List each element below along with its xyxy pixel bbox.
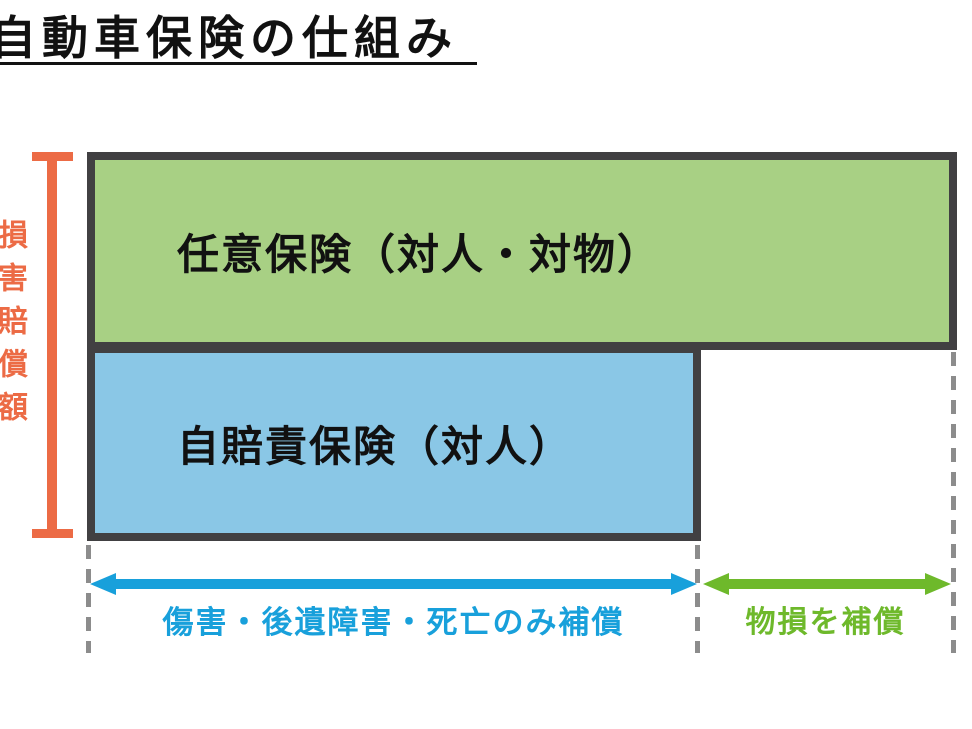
voluntary-insurance-box: 任意保険（対人・対物）: [87, 152, 957, 350]
compulsory-insurance-box: 自賠責保険（対人）: [87, 345, 701, 541]
personal-coverage-arrow: [90, 573, 697, 595]
compensation-bracket-bottom-cap: [32, 529, 73, 538]
voluntary-insurance-label: 任意保険（対人・対物）: [177, 230, 662, 278]
dashed-guide-right: [951, 352, 956, 653]
compensation-bracket-top-cap: [32, 152, 73, 161]
title-underline: [0, 62, 477, 65]
property-coverage-arrow: [703, 573, 951, 595]
arrow-left-icon: [90, 573, 116, 595]
compensation-amount-label: 損害賠償額: [0, 219, 26, 434]
dashed-guide-middle: [695, 545, 700, 653]
arrow-shaft: [112, 579, 675, 589]
arrow-right-icon: [671, 573, 697, 595]
arrow-right-icon: [925, 573, 951, 595]
arrow-shaft: [725, 579, 929, 589]
property-coverage-label: 物損を補償: [745, 606, 906, 639]
compulsory-insurance-label: 自賠責保険（対人）: [177, 422, 574, 470]
compensation-bracket-stem: [47, 156, 57, 534]
page-title: 自動車保険の仕組み: [0, 12, 458, 64]
personal-coverage-label: 傷害・後遺障害・死亡のみ補償: [162, 605, 625, 640]
arrow-left-icon: [703, 573, 729, 595]
dashed-guide-left: [86, 545, 91, 653]
